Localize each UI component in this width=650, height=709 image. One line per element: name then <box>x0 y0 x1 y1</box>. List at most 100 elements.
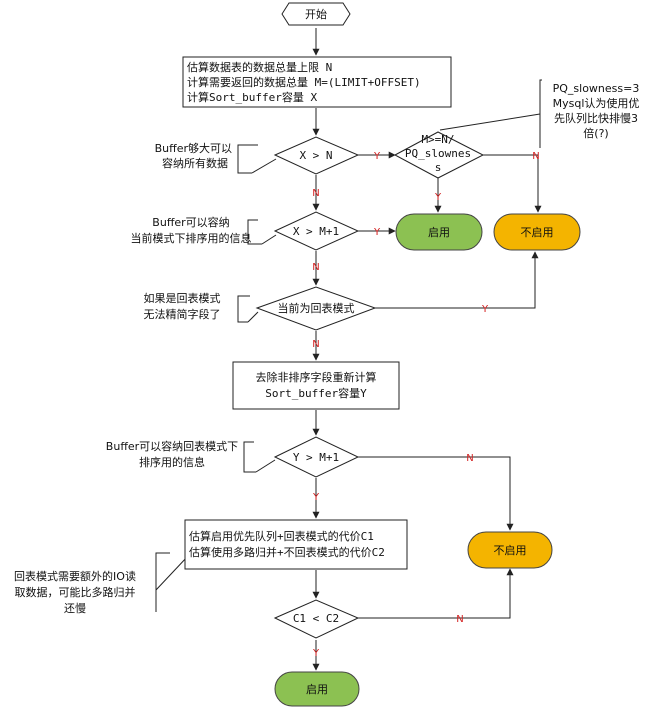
cost-rect <box>184 519 408 570</box>
decision-shape <box>273 599 360 639</box>
enable-label: 启用 <box>428 226 450 239</box>
note-buffer-current-mode: Buffer可以容纳 当前模式下排序用的信息 <box>131 215 252 245</box>
note-line: PQ_slowness=3 <box>553 82 640 95</box>
note5-bracket <box>155 552 170 612</box>
enable-label: 启用 <box>306 683 328 696</box>
note1-bracket <box>237 144 258 174</box>
edge-labels: Y N Y N Y N Y N N Y N Y <box>312 151 540 659</box>
edge-label-yes: Y <box>312 648 320 659</box>
edge-label-no: N <box>312 188 319 199</box>
recalc-line: 去除非排序字段重新计算 <box>256 370 377 384</box>
cost-line: 估算使用多路归并+不回表模式的代价C2 <box>189 545 385 559</box>
recalc-box: 去除非排序字段重新计算 Sort_buffer容量Y <box>232 361 400 410</box>
note-buffer-lookup-mode: Buffer可以容纳回表模式下 排序用的信息 <box>106 439 238 469</box>
decision-label: X > N <box>299 149 332 162</box>
edge-label-no: N <box>466 453 473 464</box>
enable-terminal-bottom: 启用 <box>274 671 360 707</box>
note4-bracket <box>243 441 256 473</box>
decision-label: s <box>435 161 442 174</box>
start-node: 开始 <box>281 2 351 26</box>
note-line: 当前模式下排序用的信息 <box>131 231 252 245</box>
cost-line: 估算启用优先队列+回表模式的代价C1 <box>189 529 374 543</box>
note6-bracket <box>539 79 542 148</box>
disable-terminal-bottom: 不启用 <box>467 531 553 569</box>
edge-label-yes: Y <box>373 151 381 162</box>
decision-shape <box>273 211 360 251</box>
enable-shape <box>274 671 360 707</box>
decision-x-gt-m1: X > M+1 <box>273 211 360 251</box>
disable-shape <box>467 531 553 569</box>
note-line: 无法精简字段了 <box>144 307 221 321</box>
disable-shape <box>493 213 581 251</box>
enable-shape <box>395 213 483 251</box>
decision-label: C1 < C2 <box>293 612 339 625</box>
estimate-box: 估算数据表的数据总量上限 N 计算需要返回的数据总量 M=(LIMIT+OFFS… <box>182 56 452 108</box>
decision-label: Y > M+1 <box>293 451 339 464</box>
note-pq-slowness: PQ_slowness=3 Mysql认为使用优 先队列比快排慢3 倍(?) <box>553 82 640 140</box>
note-line: 还慢 <box>64 602 86 615</box>
decision-label: PQ_slownes <box>405 147 471 160</box>
note-line: 如果是回表模式 <box>144 291 221 305</box>
note1-leader <box>251 158 277 174</box>
edge-label-no: N <box>312 262 319 273</box>
estimate-rect <box>182 56 452 108</box>
cost-box: 估算启用优先队列+回表模式的代价C1 估算使用多路归并+不回表模式的代价C2 <box>184 519 408 570</box>
decision-x-gt-n: X > N <box>273 136 360 175</box>
start-label: 开始 <box>305 7 327 21</box>
connectors <box>155 28 542 671</box>
note-line: 取数据，可能比多路归并 <box>15 585 136 599</box>
enable-terminal-top: 启用 <box>395 213 483 251</box>
note-line: Buffer够大可以 <box>155 141 232 155</box>
note6-leader <box>439 113 541 131</box>
note-line: 排序用的信息 <box>139 455 205 469</box>
note2-leader <box>261 234 277 245</box>
decision-label: 当前为回表模式 <box>278 301 355 315</box>
note-lookup-mode: 如果是回表模式 无法精简字段了 <box>144 291 221 321</box>
note5-leader <box>155 555 189 591</box>
decision-shape <box>273 436 360 478</box>
decision-shape <box>393 131 485 179</box>
note-extra-io: 回表模式需要额外的IO读 取数据，可能比多路归并 还慢 <box>14 569 136 615</box>
edge-label-no: N <box>532 151 539 162</box>
start-shape <box>281 2 351 26</box>
edge-label-yes: Y <box>434 192 442 203</box>
edge-label-yes: Y <box>373 227 381 238</box>
edge-label-yes: Y <box>481 304 489 315</box>
recalc-line: Sort_buffer容量Y <box>265 386 367 400</box>
note2-bracket <box>247 219 262 245</box>
edge-d6-disable <box>358 568 514 619</box>
note-line: Buffer可以容纳回表模式下 <box>106 439 238 453</box>
note-line: 倍(?) <box>583 126 608 140</box>
note3-bracket <box>237 295 250 323</box>
decision-y-gt-m1: Y > M+1 <box>273 436 360 478</box>
note3-leader <box>247 311 259 323</box>
decision-shape <box>255 286 377 331</box>
note-buffer-all-data: Buffer够大可以 容纳所有数据 <box>155 141 232 170</box>
decision-pq-slowness: M>=N/ PQ_slownes s <box>393 131 485 179</box>
recalc-rect <box>232 361 400 410</box>
disable-terminal-top: 不启用 <box>493 213 581 251</box>
decision-c1-lt-c2: C1 < C2 <box>273 599 360 639</box>
estimate-line: 估算数据表的数据总量上限 N <box>187 60 332 74</box>
edge-label-no: N <box>456 614 463 625</box>
decision-shape <box>273 136 360 175</box>
note-line: 容纳所有数据 <box>162 156 228 170</box>
decision-lookup-mode: 当前为回表模式 <box>255 286 377 331</box>
edge-d2-disable <box>483 154 542 213</box>
note-line: 回表模式需要额外的IO读 <box>14 569 136 583</box>
disable-label: 不启用 <box>521 226 554 239</box>
decision-label: X > M+1 <box>293 225 339 238</box>
note-line: Mysql认为使用优 <box>553 97 640 110</box>
note-line: 先队列比快排慢3 <box>554 111 638 125</box>
estimate-line: 计算Sort_buffer容量 X <box>187 90 317 104</box>
note4-leader <box>255 459 276 473</box>
decision-label: M>=N/ <box>421 133 454 146</box>
edge-d5-disable <box>358 456 514 531</box>
edge-label-no: N <box>312 339 319 350</box>
note-line: Buffer可以容纳 <box>152 215 229 229</box>
disable-label: 不启用 <box>494 544 527 557</box>
estimate-line: 计算需要返回的数据总量 M=(LIMIT+OFFSET) <box>187 75 421 89</box>
edge-d4-disable <box>375 251 539 309</box>
edge-label-yes: Y <box>312 492 320 503</box>
